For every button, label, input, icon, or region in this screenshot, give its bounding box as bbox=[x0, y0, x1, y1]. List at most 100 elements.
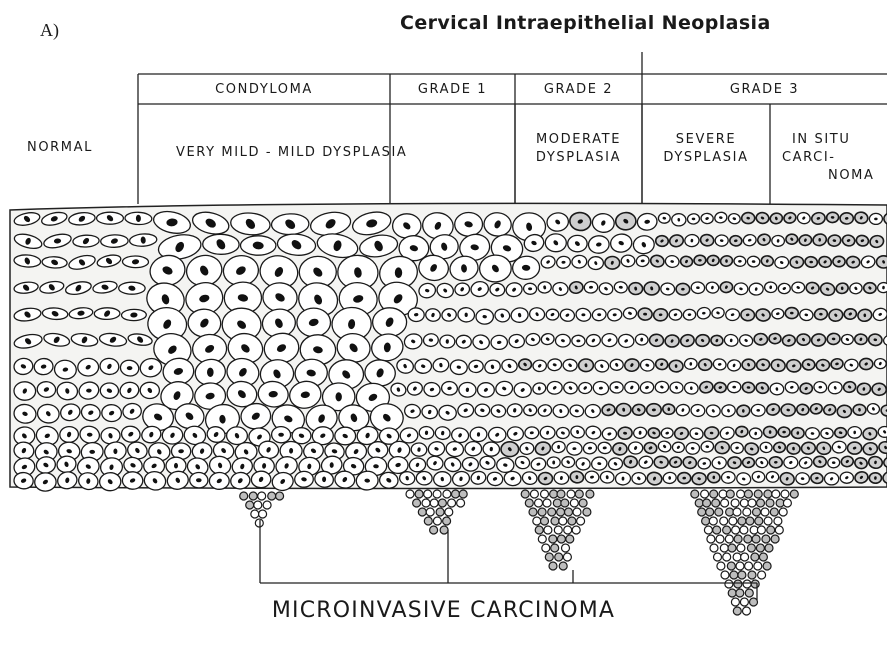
invading-cell bbox=[554, 526, 562, 534]
invading-cell bbox=[738, 517, 746, 525]
cell-nucleus bbox=[278, 433, 284, 437]
invading-cell bbox=[424, 517, 432, 525]
invading-cell bbox=[258, 492, 266, 500]
invading-cell bbox=[731, 499, 739, 507]
invading-cell bbox=[565, 508, 573, 516]
grade-label-3: GRADE 3 bbox=[642, 81, 887, 99]
invading-cell bbox=[725, 535, 733, 543]
invading-cell bbox=[418, 508, 426, 516]
invading-cell bbox=[583, 508, 591, 516]
invading-cell bbox=[745, 589, 753, 597]
invading-cell bbox=[436, 508, 444, 516]
microinvasive-carcinoma-label: MICROINVASIVE CARCINOMA bbox=[0, 598, 887, 623]
invading-cell bbox=[422, 499, 430, 507]
invading-cell bbox=[713, 526, 721, 534]
invading-cell bbox=[535, 526, 543, 534]
invading-cell bbox=[701, 490, 709, 498]
invading-cell bbox=[736, 562, 744, 570]
invading-cell bbox=[732, 526, 740, 534]
invading-cell bbox=[781, 490, 789, 498]
invading-cell bbox=[736, 589, 744, 597]
invading-cell bbox=[566, 535, 574, 543]
invading-cell bbox=[715, 508, 723, 516]
invading-cell bbox=[772, 490, 780, 498]
invading-cell bbox=[525, 499, 533, 507]
invading-cell bbox=[246, 501, 254, 509]
invading-cell bbox=[727, 562, 735, 570]
invading-cell bbox=[545, 553, 553, 561]
invading-cell bbox=[259, 510, 267, 518]
invading-cell bbox=[249, 492, 257, 500]
invading-cell bbox=[712, 499, 720, 507]
invading-cell bbox=[740, 526, 748, 534]
invading-cell bbox=[555, 553, 563, 561]
invading-cell bbox=[709, 517, 717, 525]
invading-cell bbox=[577, 517, 585, 525]
invading-cell bbox=[415, 490, 423, 498]
invading-cell bbox=[548, 508, 556, 516]
invading-cell bbox=[710, 490, 718, 498]
invading-cell bbox=[752, 535, 760, 543]
invading-cell bbox=[443, 490, 451, 498]
invading-cell bbox=[440, 526, 448, 534]
invading-cell bbox=[557, 490, 565, 498]
invading-cell bbox=[770, 508, 778, 516]
epithelial-cell bbox=[876, 256, 887, 269]
stage-mild-dysplasia: VERY MILD - MILD DYSPLASIA bbox=[176, 144, 407, 162]
invading-cell bbox=[764, 490, 772, 498]
grade-label-condyloma: CONDYLOMA bbox=[138, 81, 390, 99]
invading-cell bbox=[240, 492, 248, 500]
invading-cell bbox=[255, 519, 263, 527]
invading-cell bbox=[529, 508, 537, 516]
invading-cell bbox=[544, 526, 552, 534]
stage-severe-dysplasia: SEVERE DYSPLASIA bbox=[642, 131, 770, 167]
invading-cell bbox=[445, 508, 453, 516]
invading-cell bbox=[771, 535, 779, 543]
cell-nucleus bbox=[557, 445, 560, 449]
invading-cell bbox=[721, 499, 729, 507]
invading-cell bbox=[728, 544, 736, 552]
invading-cell bbox=[741, 553, 749, 561]
invading-cell bbox=[738, 571, 746, 579]
invading-cell bbox=[758, 571, 766, 579]
invading-cell bbox=[549, 562, 557, 570]
invading-cell bbox=[433, 517, 441, 525]
invading-cell bbox=[726, 490, 734, 498]
invading-cell bbox=[702, 517, 710, 525]
invading-cell bbox=[721, 571, 729, 579]
invading-cell bbox=[767, 526, 775, 534]
invading-cell bbox=[551, 517, 559, 525]
invading-cell bbox=[737, 490, 745, 498]
invading-cell bbox=[561, 499, 569, 507]
invading-cell bbox=[745, 562, 753, 570]
grade-label-1: GRADE 1 bbox=[390, 81, 515, 99]
invading-cell bbox=[723, 526, 731, 534]
invading-cell bbox=[533, 517, 541, 525]
invading-cell bbox=[254, 501, 262, 509]
invading-cell bbox=[759, 553, 767, 561]
invading-cell bbox=[433, 490, 441, 498]
invading-cell bbox=[698, 508, 706, 516]
invading-cell bbox=[740, 499, 748, 507]
invading-cell bbox=[443, 517, 451, 525]
cell-nucleus bbox=[174, 463, 178, 469]
invading-cell bbox=[761, 508, 769, 516]
invading-cell bbox=[743, 580, 751, 588]
invading-cell bbox=[754, 562, 762, 570]
invading-cell bbox=[562, 544, 570, 552]
invading-cell bbox=[406, 490, 414, 498]
invading-cell bbox=[757, 499, 765, 507]
invading-cell bbox=[559, 562, 567, 570]
invading-cell bbox=[538, 535, 546, 543]
invading-cell bbox=[430, 499, 438, 507]
invading-cell bbox=[704, 526, 712, 534]
invading-cell bbox=[728, 589, 736, 597]
invading-cell bbox=[714, 553, 722, 561]
invading-cell bbox=[459, 490, 467, 498]
invading-cell bbox=[553, 499, 561, 507]
invading-cell bbox=[754, 490, 762, 498]
invading-cell bbox=[703, 499, 711, 507]
cell-nucleus bbox=[732, 386, 736, 389]
invading-cell bbox=[543, 499, 551, 507]
invading-cell bbox=[535, 499, 543, 507]
